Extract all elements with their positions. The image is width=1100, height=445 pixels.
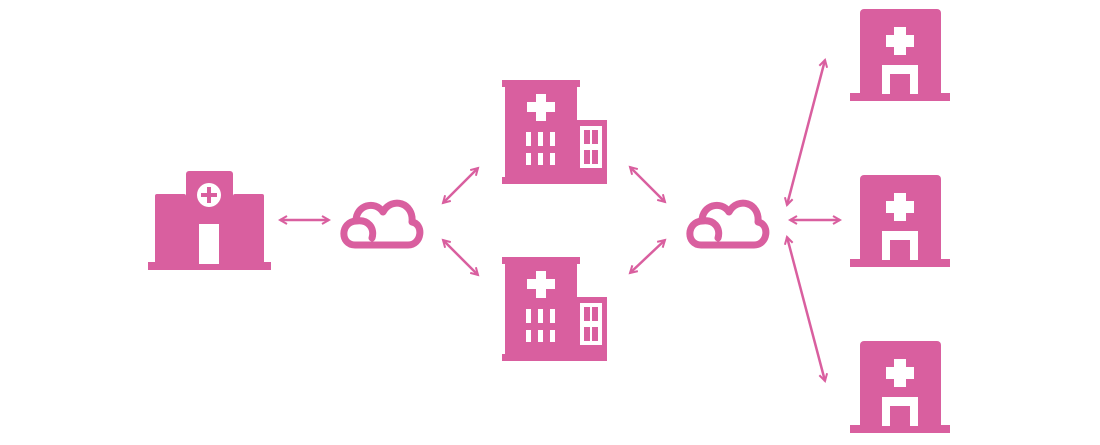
cloud-icon (344, 203, 420, 245)
bidirectional-arrow-icon (441, 238, 480, 277)
hospital-bottom-icon (502, 257, 607, 361)
bidirectional-arrow-icon (441, 166, 480, 205)
clinic-3-icon (850, 341, 950, 433)
bidirectional-arrow-icon (783, 58, 829, 207)
main-hospital-icon (148, 171, 271, 270)
cloud-icon (690, 203, 766, 245)
bidirectional-arrow-icon (628, 238, 667, 275)
hospital-top-icon (502, 80, 607, 184)
clinic-2-icon (850, 175, 950, 267)
bidirectional-arrow-icon (783, 235, 829, 383)
clinic-1-icon (850, 9, 950, 101)
bidirectional-arrow-icon (628, 165, 667, 204)
